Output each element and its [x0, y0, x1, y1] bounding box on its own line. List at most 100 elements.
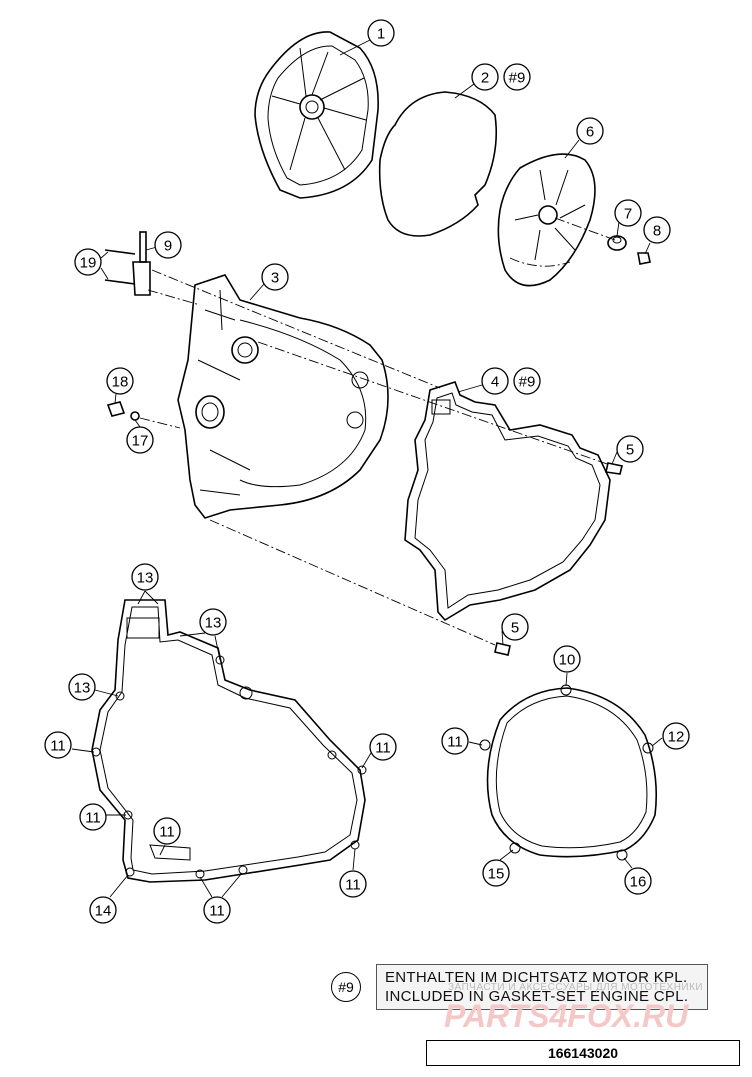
callout-c10: 10: [553, 645, 581, 673]
callout-circle: [513, 367, 541, 395]
callout-label: 11: [209, 903, 225, 920]
callout-label: 2: [481, 70, 489, 87]
callout-c4: 4: [481, 367, 509, 395]
callout-label: 12: [668, 729, 685, 746]
bolt-5b: [494, 642, 511, 656]
callout-label: 9: [164, 238, 172, 255]
pressure-plate: [497, 153, 596, 287]
callout-c3: 3: [261, 263, 289, 291]
callout-label: 13: [137, 570, 154, 587]
callout-circle: [553, 645, 581, 673]
gasket-set-note: ENTHALTEN IM DICHTSATZ MOTOR KPL. INCLUD…: [376, 964, 708, 1010]
callout-c13a: 13: [131, 563, 159, 591]
callout-label: 11: [345, 877, 361, 894]
callout-c15: 15: [482, 859, 510, 887]
callout-circle: [503, 63, 531, 91]
o-ring: [378, 91, 498, 237]
callout-circle: [153, 817, 181, 845]
callout-label: 13: [205, 615, 222, 632]
callout-circle: [68, 673, 96, 701]
callout-circle: [367, 19, 395, 47]
callout-circle: [501, 613, 529, 641]
callout-circle: [126, 426, 154, 454]
callout-label: 18: [112, 374, 129, 391]
callout-label: 11: [50, 738, 66, 755]
callout-c2: 2: [471, 63, 499, 91]
callout-circle: [471, 63, 499, 91]
callout-circle: [481, 367, 509, 395]
callout-c11d: 11: [79, 803, 107, 831]
callout-label: 5: [511, 620, 519, 637]
bolt-5a: [605, 462, 623, 475]
callout-label: 8: [653, 223, 661, 240]
callout-c19: 19: [74, 248, 102, 276]
callout-circle: [643, 216, 671, 244]
callout-label: 19: [80, 255, 97, 272]
callout-circle: [576, 117, 604, 145]
callout-c11b: 11: [369, 733, 397, 761]
callout-label: 11: [447, 734, 463, 751]
gasket-detail-left: [91, 599, 367, 883]
callout-c6: 6: [576, 117, 604, 145]
callout-label: #9: [509, 70, 526, 87]
alignment-lines: [139, 217, 616, 646]
note-line-german: ENTHALTEN IM DICHTSATZ MOTOR KPL.: [385, 969, 688, 986]
callout-circle: [662, 722, 690, 750]
callout-c8: 8: [643, 216, 671, 244]
callout-c11c: 11: [441, 727, 469, 755]
diagram-id: 166143020: [426, 1040, 740, 1066]
callout-circle: [89, 896, 117, 924]
callout-c11f: 11: [339, 870, 367, 898]
callout-circle: [369, 733, 397, 761]
callout-circle: [441, 727, 469, 755]
callout-c16: 16: [624, 867, 652, 895]
callout-circle: [74, 248, 102, 276]
callout-c7: 7: [614, 199, 642, 227]
callout-label: 15: [488, 866, 505, 883]
leader-lines: [71, 39, 663, 898]
callout-c5b: 5: [501, 613, 529, 641]
callout-label: 16: [630, 874, 647, 891]
callout-label: 11: [159, 824, 175, 841]
callout-label: 11: [85, 810, 101, 827]
callout-c9: 9: [154, 231, 182, 259]
callout-circle: [154, 231, 182, 259]
callout-c17: 17: [126, 426, 154, 454]
callout-label: #9: [519, 374, 536, 391]
callout-circle: [106, 367, 134, 395]
callout-label: 4: [491, 374, 499, 391]
callout-label: 17: [132, 433, 149, 450]
gasket-detail-right: [479, 684, 657, 861]
callout-circle: [131, 563, 159, 591]
callout-circle: [616, 435, 644, 463]
callout-label: 13: [74, 680, 91, 697]
callout-circle: [199, 608, 227, 636]
clutch-cover-housing: [177, 274, 389, 519]
callout-c11a: 11: [44, 731, 72, 759]
callout-label: 5: [626, 442, 634, 459]
callout-circle: [624, 867, 652, 895]
cover-gasket: [404, 381, 611, 622]
screw-8: [637, 242, 651, 265]
callout-label: 14: [95, 903, 112, 920]
callout-circle: [339, 870, 367, 898]
callout-circle: [44, 731, 72, 759]
callout-circle: [79, 803, 107, 831]
clutch-cover-outer: [254, 31, 379, 199]
seal-17: [130, 411, 140, 421]
callout-c5a: 5: [616, 435, 644, 463]
callout-circle: [614, 199, 642, 227]
callout-label: 1: [377, 26, 385, 43]
watermark-subtitle: ЗАПЧАСТИ И АКСЕССУАРЫ ДЛЯ МОТОТЕХНИКИ: [448, 982, 704, 993]
callout-circle: [482, 859, 510, 887]
callout-c18: 18: [106, 367, 134, 395]
callout-c4b: #9: [513, 367, 541, 395]
callout-c13c: 13: [68, 673, 96, 701]
callout-c1: 1: [367, 19, 395, 47]
screws-19: [104, 249, 136, 285]
plug-18: [106, 401, 126, 417]
callout-label: 7: [624, 206, 632, 223]
callout-circle: [261, 263, 289, 291]
bracket-9: [132, 231, 151, 296]
